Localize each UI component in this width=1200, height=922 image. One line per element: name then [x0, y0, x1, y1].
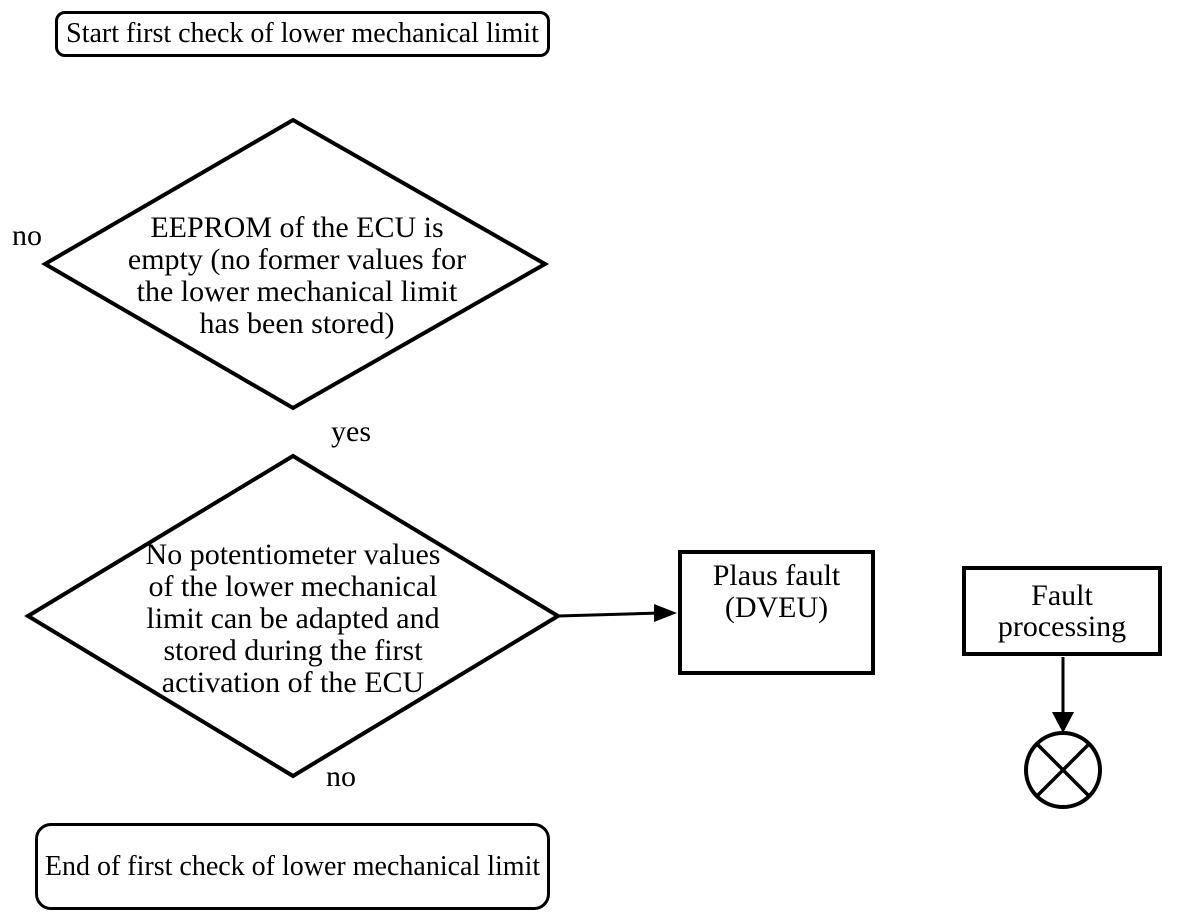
edge-label-decision1-no: no [12, 219, 42, 252]
node-decision2-label: No potentiometer values of the lower mec… [145, 538, 441, 699]
edge-label-decision2-no: no [326, 760, 356, 793]
node-end: End of first check of lower mechanical l… [35, 823, 550, 910]
arrow-decision2-to-plaus-fault-head [654, 604, 677, 622]
arrow-decision2-to-plaus-fault-line [557, 611, 661, 618]
decision1-diamond-shape [41, 117, 550, 411]
node-fault-processing: Fault processing [962, 566, 1162, 656]
arrow-fault-processing-to-connector-head [1052, 712, 1074, 733]
node-start: Start first check of lower mechanical li… [55, 11, 550, 57]
node-decision1-label: EEPROM of the ECU is empty (no former va… [127, 211, 467, 340]
connector-x-stroke-2 [1035, 742, 1091, 798]
edge-label-decision1-yes: yes [331, 415, 371, 448]
node-plaus-fault: Plaus fault (DVEU) [678, 550, 875, 675]
decision2-diamond-shape [24, 453, 562, 779]
